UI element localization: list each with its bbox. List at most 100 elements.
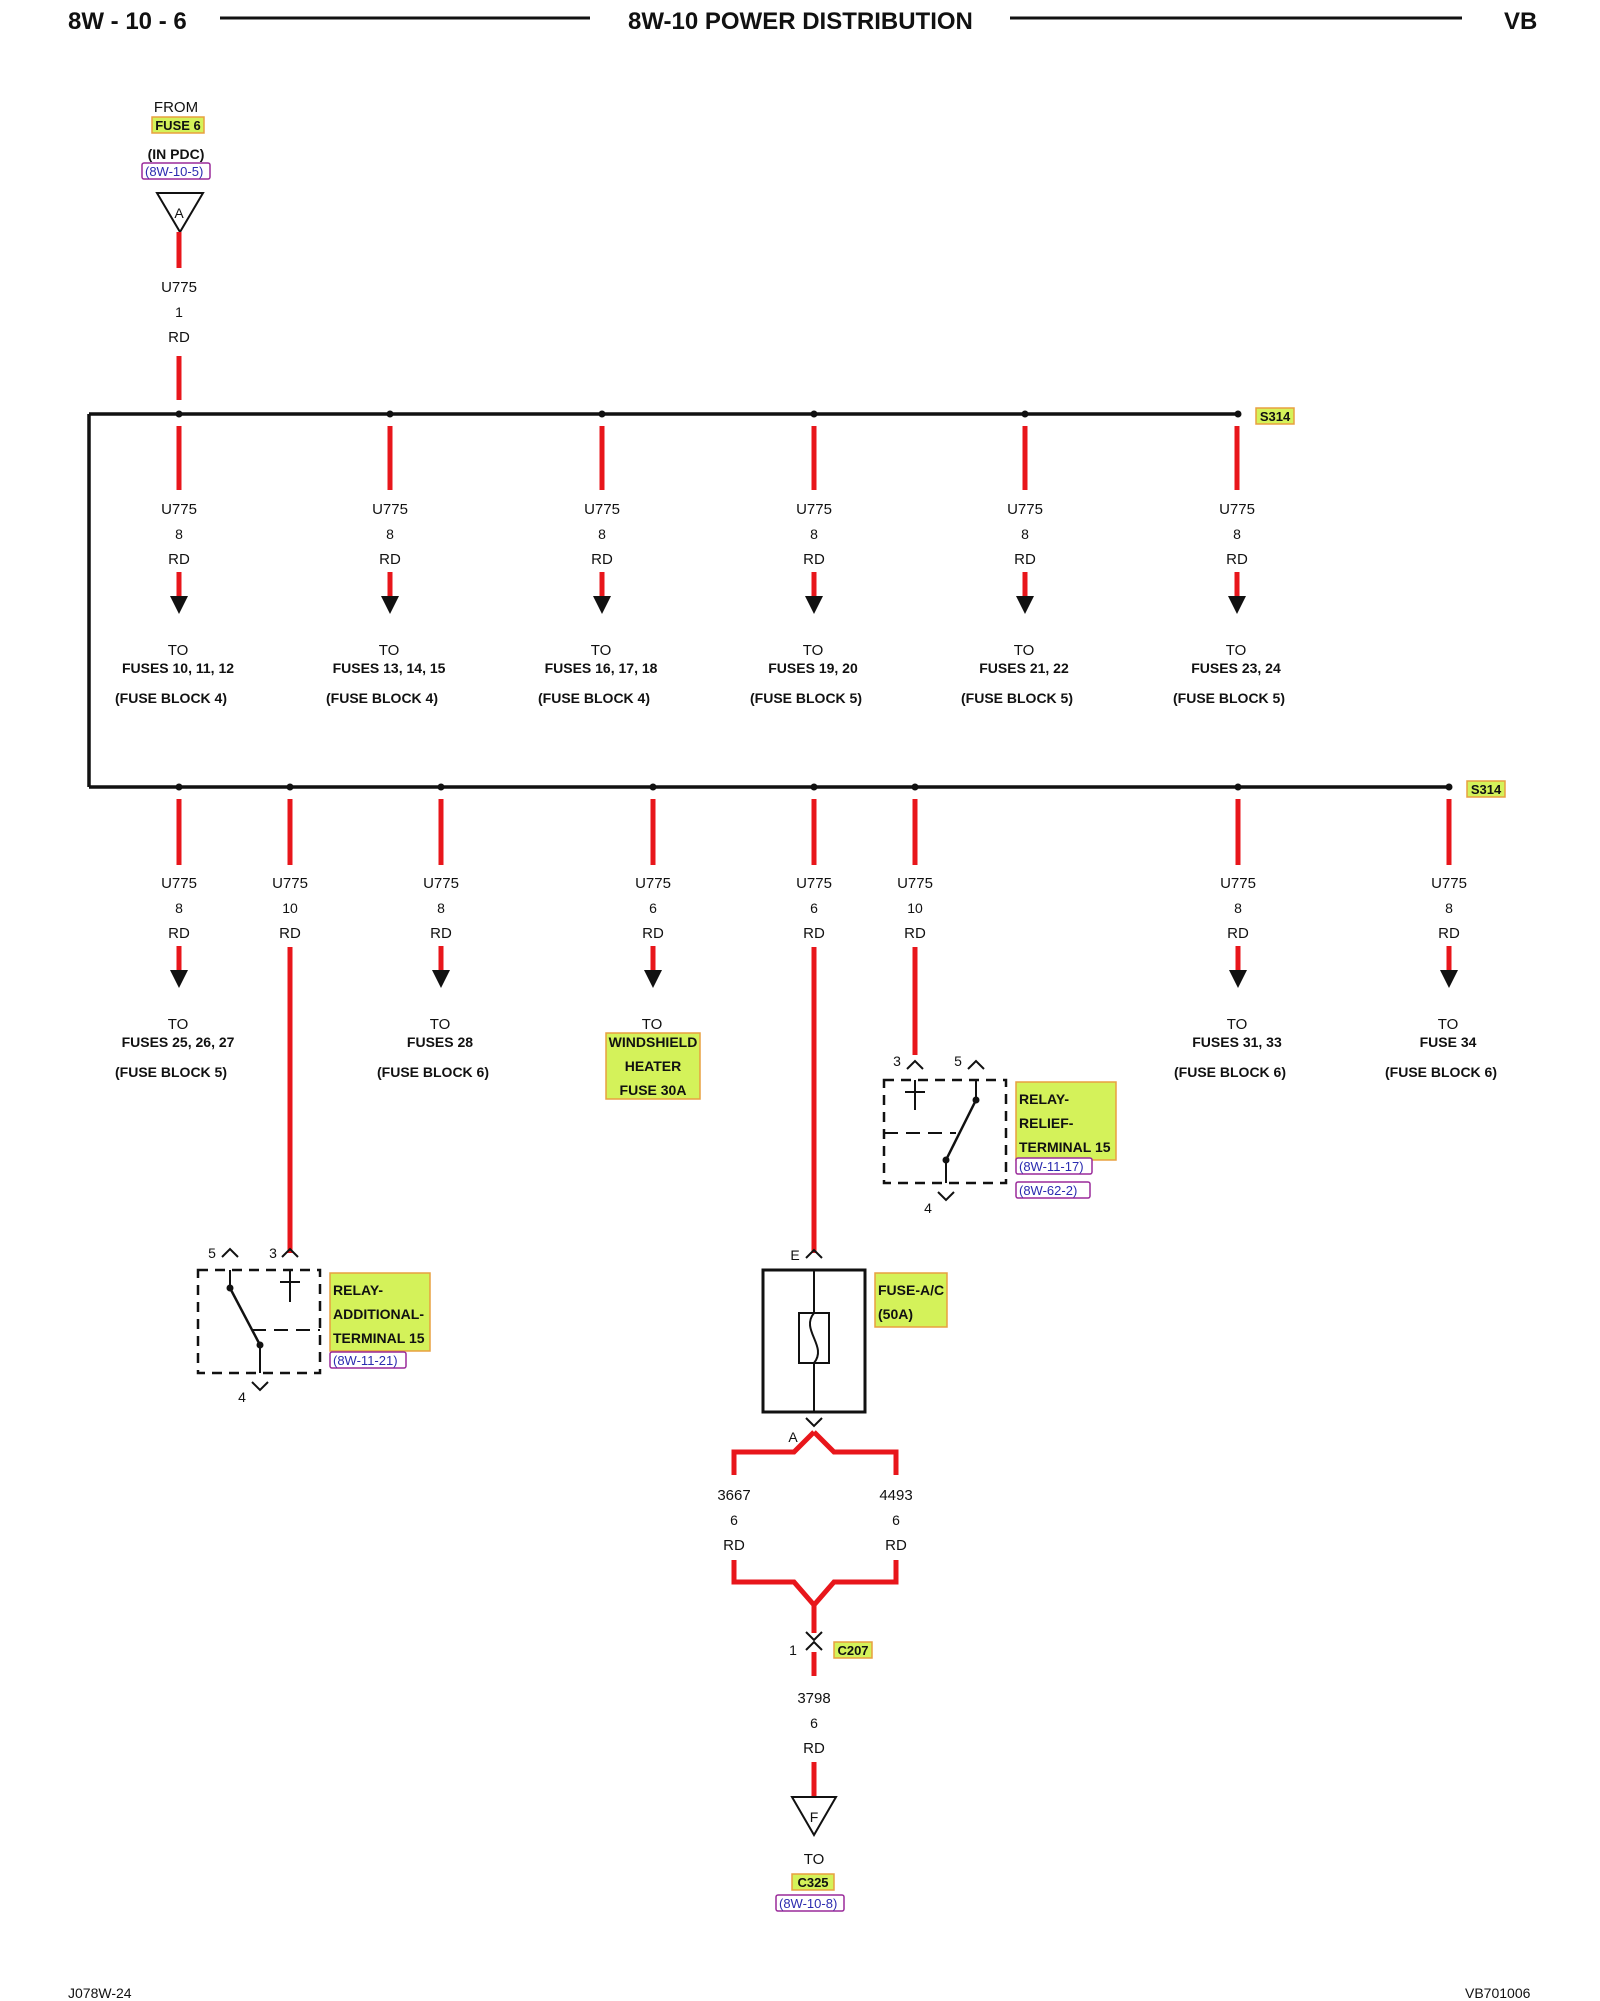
fuse-ac-link xyxy=(808,1312,820,1364)
destination-c325-highlight xyxy=(791,1873,835,1891)
upper-branch-dest: FUSES 16, 17, 18 xyxy=(545,660,658,676)
relay-relief-pin5-chevron xyxy=(967,1059,985,1070)
lower-branch-color: RD xyxy=(279,925,301,942)
final-wire-color: RD xyxy=(803,1740,825,1757)
lower-branch-arrow-head xyxy=(1440,970,1458,988)
lower-branch-node xyxy=(810,783,818,791)
lower-branch-node xyxy=(1234,783,1242,791)
fuse-out-wire-left-bottom xyxy=(731,1560,816,1607)
relay-additional-pin3-chevron xyxy=(281,1247,299,1258)
fuse-out-wire-left-circuit: 3667 xyxy=(717,1487,750,1504)
lower-branch-node xyxy=(649,783,657,791)
destination-terminal-letter: F xyxy=(810,1809,819,1825)
lower-branch-to: TO xyxy=(1227,1016,1248,1033)
lower-branch-dest: FUSES 28 xyxy=(407,1034,473,1050)
lower-branch-dest: FUSE 34 xyxy=(1420,1034,1477,1050)
upper-splice-label: S314 xyxy=(1260,409,1291,424)
upper-branch-circuit: U775 xyxy=(372,501,408,518)
lower-branch-node xyxy=(437,783,445,791)
lower-branch-arrow-head xyxy=(170,970,188,988)
lower-branch-color: RD xyxy=(803,925,825,942)
relay-relief-pin4-label: 4 xyxy=(924,1200,932,1216)
model-code: VB xyxy=(1504,8,1538,35)
lower-branch-block: (FUSE BLOCK 6) xyxy=(1174,1064,1286,1080)
upper-branch-to: TO xyxy=(1226,642,1247,659)
lower-branch-dest: FUSES 25, 26, 27 xyxy=(122,1034,235,1050)
upper-branch-to: TO xyxy=(379,642,400,659)
windshield-heater-line: HEATER xyxy=(625,1058,682,1074)
relay-relief-label-line: TERMINAL 15 xyxy=(1019,1139,1111,1155)
source-terminal-triangle xyxy=(155,192,205,234)
source-fuse-highlight xyxy=(151,116,205,134)
relay-relief-pin3-label: 3 xyxy=(893,1053,901,1069)
windshield-heater-highlight xyxy=(605,1032,701,1100)
destination-ref: (8W-10-8) xyxy=(779,1896,837,1911)
relay-additional-box xyxy=(196,1268,322,1375)
lower-branch-node xyxy=(175,783,183,791)
relay-additional-pin3-label: 3 xyxy=(269,1245,277,1261)
lower-branch-gauge: 8 xyxy=(437,900,445,916)
lower-branch-circuit: U775 xyxy=(897,875,933,892)
relay-additional-label-line: TERMINAL 15 xyxy=(333,1330,425,1346)
relay-additional-label-line: ADDITIONAL- xyxy=(333,1306,424,1322)
upper-branch-gauge: 8 xyxy=(810,526,818,542)
fuse-ac-label-line: (50A) xyxy=(878,1306,913,1322)
relay-relief-pin4-chevron xyxy=(937,1191,955,1202)
destination-to-label: TO xyxy=(804,1851,825,1868)
fuse-out-wire-right-bottom xyxy=(812,1560,899,1607)
relay-additional-label-highlight xyxy=(329,1272,431,1352)
lower-branch-node xyxy=(286,783,294,791)
upper-splice-highlight xyxy=(1255,407,1295,425)
destination-ref-box xyxy=(775,1894,845,1912)
upper-branch-block: (FUSE BLOCK 4) xyxy=(115,690,227,706)
relay-additional-pin4-chevron xyxy=(251,1381,269,1392)
relay-additional-pivot xyxy=(226,1284,234,1292)
fuse-ac-label-highlight xyxy=(874,1272,948,1328)
lower-branch-color: RD xyxy=(430,925,452,942)
lower-branch-to: TO xyxy=(430,1016,451,1033)
relay-additional-pin4-label: 4 xyxy=(238,1389,246,1405)
relay-additional-pin5-label: 5 xyxy=(208,1245,216,1261)
fuse-out-wire-right-circuit: 4493 xyxy=(879,1487,912,1504)
relay-relief-ref-2: (8W-62-2) xyxy=(1019,1183,1077,1198)
lower-branch-circuit: U775 xyxy=(161,875,197,892)
upper-branch-node xyxy=(810,410,818,418)
lower-branch-arrow-head xyxy=(432,970,450,988)
fuse-out-wire-right-color: RD xyxy=(885,1537,907,1554)
relay-relief-label-line: RELIEF- xyxy=(1019,1115,1074,1131)
relay-additional-ref-box xyxy=(329,1351,407,1369)
connector-c207-highlight xyxy=(833,1641,873,1659)
lower-branch-color: RD xyxy=(1438,925,1460,942)
fuse-ac-pinE-chevron xyxy=(805,1248,823,1259)
upper-branch-block: (FUSE BLOCK 4) xyxy=(538,690,650,706)
source-from-label: FROM xyxy=(154,99,198,116)
relay-relief-ref-1-box xyxy=(1015,1157,1093,1175)
relay-relief-label-highlight xyxy=(1015,1081,1117,1161)
upper-branch-arrow-head xyxy=(170,596,188,614)
upper-branch-circuit: U775 xyxy=(1219,501,1255,518)
fuse-ac-label-line: FUSE-A/C xyxy=(878,1282,944,1298)
source-ref-box xyxy=(141,162,211,180)
upper-branch-dest: FUSES 21, 22 xyxy=(979,660,1069,676)
lower-splice-highlight xyxy=(1466,780,1506,798)
upper-branch-arrow-head xyxy=(593,596,611,614)
lower-splice-node xyxy=(1445,783,1453,791)
relay-relief-switch-arm xyxy=(944,1099,978,1161)
upper-branch-block: (FUSE BLOCK 5) xyxy=(1173,690,1285,706)
lower-branch-block: (FUSE BLOCK 6) xyxy=(1385,1064,1497,1080)
relay-relief-label-line: RELAY- xyxy=(1019,1091,1069,1107)
lower-branch-arrow-head xyxy=(1229,970,1247,988)
upper-branch-gauge: 8 xyxy=(1021,526,1029,542)
lower-branch-arrow-head xyxy=(644,970,662,988)
source-location-label: (IN PDC) xyxy=(148,146,205,162)
upper-branch-color: RD xyxy=(168,551,190,568)
relay-relief-ref-2-box xyxy=(1015,1181,1091,1199)
lower-branch-gauge: 8 xyxy=(175,900,183,916)
lower-branch-color: RD xyxy=(642,925,664,942)
lower-branch-to: TO xyxy=(168,1016,189,1033)
upper-branch-color: RD xyxy=(379,551,401,568)
windshield-heater-line: WINDSHIELD xyxy=(609,1034,698,1050)
upper-branch-gauge: 8 xyxy=(386,526,394,542)
upper-branch-gauge: 8 xyxy=(598,526,606,542)
